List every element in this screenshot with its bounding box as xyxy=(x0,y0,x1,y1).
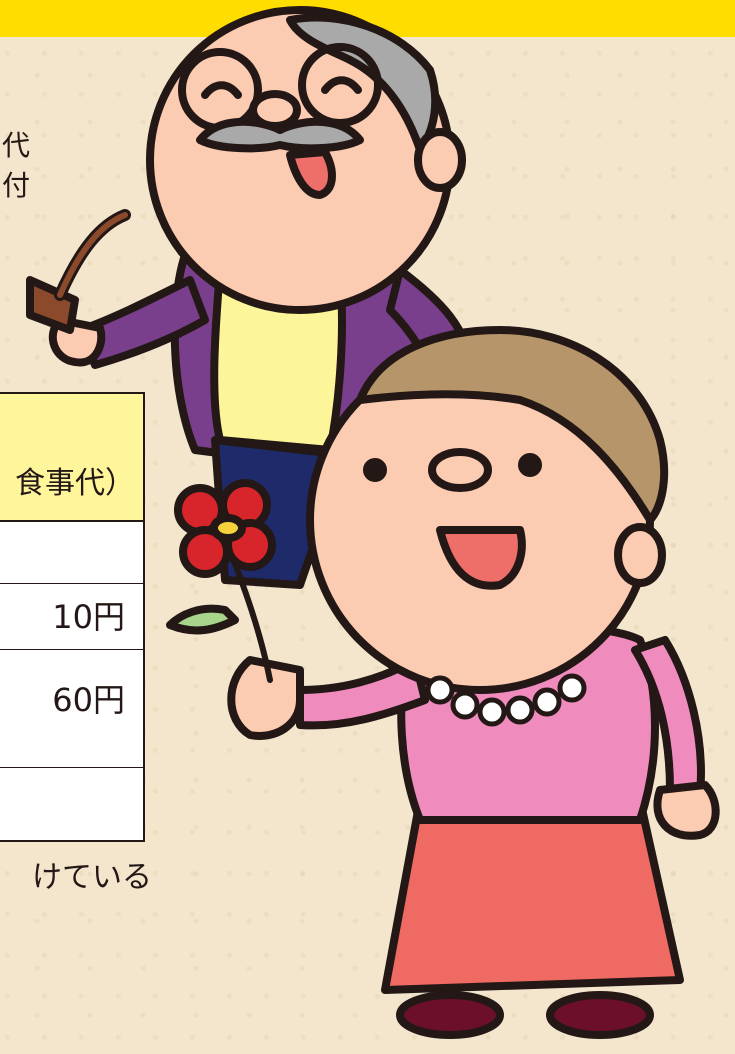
grandfather-figure xyxy=(26,6,474,589)
grandmother-figure xyxy=(166,326,720,1039)
body-text-fragment-2: 付 xyxy=(1,170,30,202)
fee-table: 食事代） 10円 60円 xyxy=(0,392,145,842)
footer-text-fragment: けている xyxy=(32,860,152,895)
table-row: 10円 xyxy=(0,584,143,650)
table-header-label: 食事代） xyxy=(15,466,135,501)
table-row: 60円 xyxy=(0,650,143,768)
table-header: 食事代） xyxy=(0,394,143,522)
table-row xyxy=(0,522,143,584)
body-text-fragment-1: 代 xyxy=(1,130,30,162)
